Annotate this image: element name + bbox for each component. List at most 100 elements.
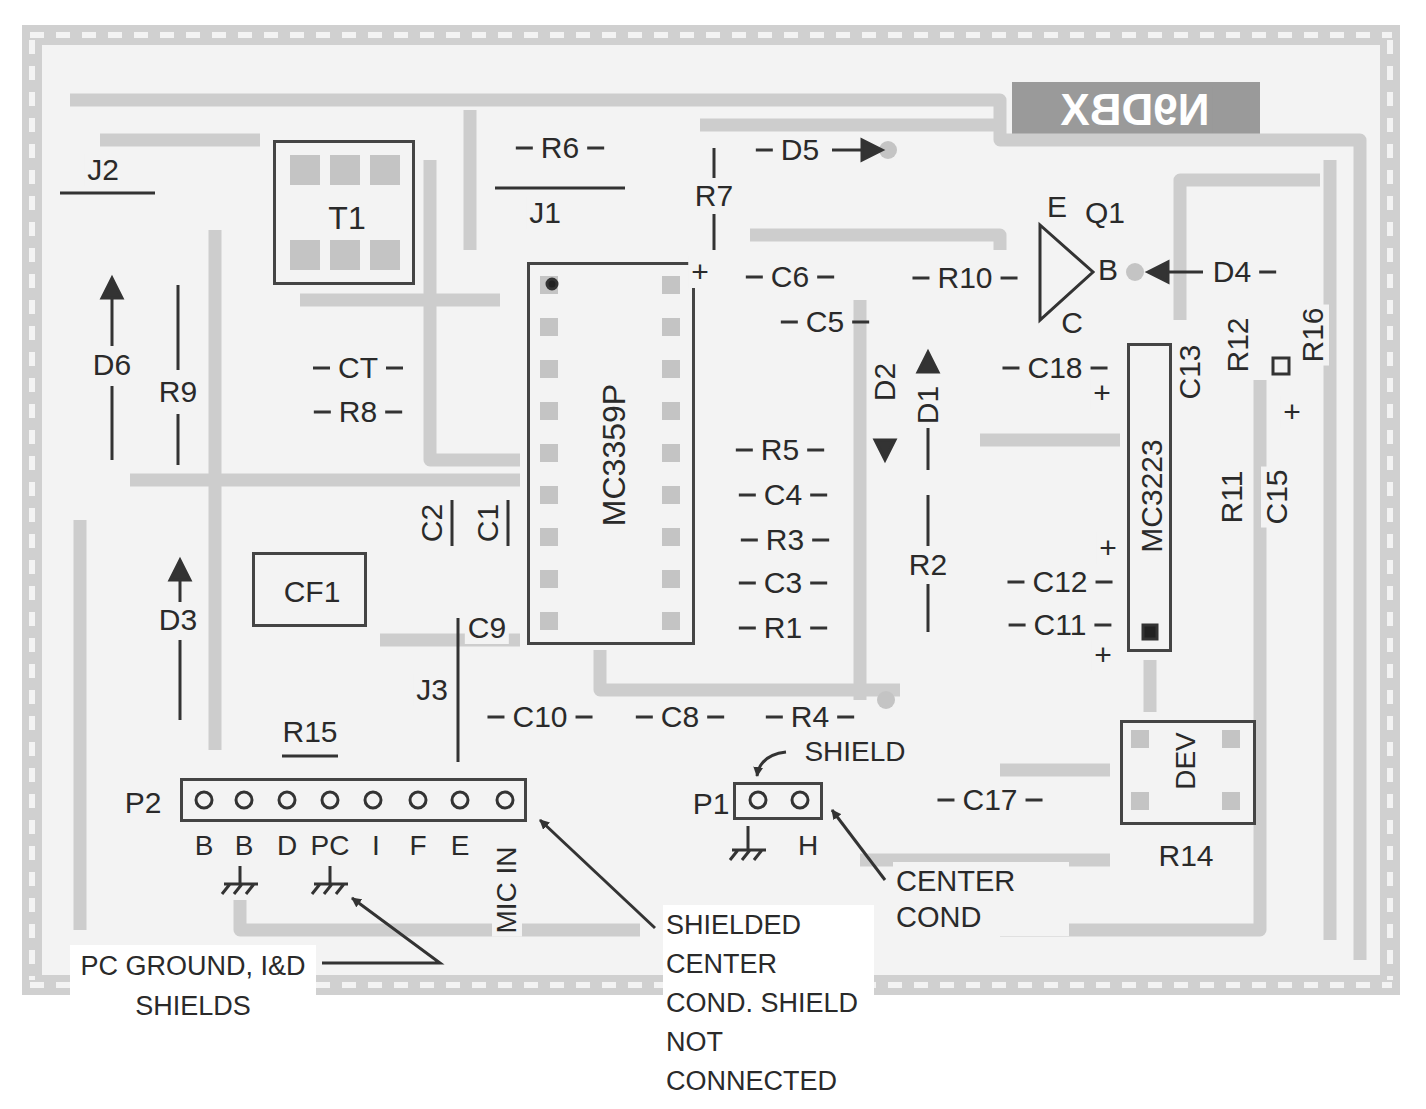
ic-package: MC3359P — [527, 262, 695, 645]
board-rect — [1273, 358, 1289, 374]
board-line — [111, 386, 114, 460]
board-circle — [497, 792, 513, 808]
board-frame — [22, 25, 1400, 995]
part-label: R7 — [692, 180, 736, 212]
part-label: D4 — [1210, 256, 1254, 288]
board-circle — [365, 792, 381, 808]
board-line — [177, 414, 180, 465]
component-lead — [1007, 581, 1024, 584]
board-rect — [540, 570, 558, 588]
board-circle — [410, 792, 426, 808]
board-line — [451, 500, 454, 546]
part-label: Q1 — [1082, 197, 1128, 229]
part-label: C12 — [1029, 566, 1090, 598]
board-line — [713, 148, 716, 178]
part-label: R12 — [1222, 314, 1254, 375]
part-label: R16 — [1297, 304, 1329, 365]
board-path — [240, 900, 640, 930]
board-rect — [540, 276, 558, 294]
part-label: SHIELD — [801, 737, 908, 767]
component-lead — [812, 539, 829, 542]
part-label: C1 — [472, 501, 504, 545]
board-path — [209, 230, 222, 750]
watermark: N9DBX — [1057, 87, 1212, 133]
board-circle — [236, 792, 252, 808]
board-circle — [279, 792, 295, 808]
board-polygon — [862, 140, 882, 160]
component-lead — [636, 716, 653, 719]
board-path — [1000, 764, 1110, 777]
component-lead — [1091, 367, 1108, 370]
component-lead — [385, 411, 402, 414]
ic-package: MC3223 — [1127, 343, 1172, 652]
part-label: H — [795, 831, 821, 861]
part-label: R6 — [538, 132, 582, 164]
filter-box: CF1 — [252, 552, 367, 627]
board-rect — [662, 402, 680, 420]
board-path — [70, 100, 1360, 960]
board-rect — [662, 612, 680, 630]
component-lead — [1259, 271, 1276, 274]
board-line — [177, 285, 180, 370]
board-rect — [540, 528, 558, 546]
board-rect — [1131, 730, 1149, 748]
part-label: C9 — [465, 612, 509, 644]
trimmer-box: DEVR14 — [1120, 720, 1256, 825]
board-line — [30, 32, 1392, 38]
board-line — [927, 584, 930, 632]
transformer-box: T1 — [273, 140, 415, 285]
part-label: R9 — [156, 376, 200, 408]
part-label: PC — [308, 831, 353, 861]
board-polygon — [170, 560, 190, 580]
board-line — [1387, 40, 1393, 980]
part-label: J2 — [84, 154, 122, 186]
part-name: MC3223 — [1136, 436, 1168, 555]
board-rect — [290, 240, 320, 270]
board-polygon — [918, 352, 938, 372]
board-circle — [196, 792, 212, 808]
component-lead — [707, 716, 724, 719]
part-label: C4 — [761, 479, 805, 511]
polarity-mark: + — [1090, 377, 1114, 409]
component-lead — [912, 277, 929, 280]
board-path — [312, 866, 348, 894]
part-label: I — [369, 831, 383, 861]
part-label: R2 — [906, 549, 950, 581]
part-name: P2 — [122, 787, 165, 819]
board-path — [130, 474, 520, 487]
component-lead — [741, 539, 758, 542]
board-line — [495, 187, 625, 190]
part-name: DEV — [1171, 729, 1201, 793]
part-label: D2 — [869, 360, 901, 404]
callout-note: SHIELDED CENTER COND. SHIELD NOT CONNECT… — [663, 905, 874, 1102]
board-circle — [750, 792, 766, 808]
part-label: C17 — [959, 784, 1020, 816]
component-lead — [766, 716, 783, 719]
board-rect — [330, 155, 360, 185]
board-rect — [1143, 625, 1157, 639]
board-rect — [662, 444, 680, 462]
board-path — [222, 866, 258, 894]
component-lead — [576, 716, 593, 719]
board-line — [179, 580, 182, 602]
callout-note: PC GROUND, I&D SHIELDS — [70, 945, 316, 1027]
component-lead — [736, 449, 753, 452]
component-lead — [1096, 581, 1113, 584]
board-line — [927, 428, 930, 470]
part-label: B — [232, 831, 257, 861]
board-path — [464, 110, 477, 250]
board-circle — [877, 691, 895, 709]
board-path — [1180, 180, 1320, 320]
callout-note: CENTER COND — [893, 862, 1069, 936]
board-rect — [662, 318, 680, 336]
component-lead — [386, 367, 403, 370]
board-line — [832, 810, 885, 880]
board-rect — [1222, 792, 1240, 810]
component-lead — [516, 147, 533, 150]
component-lead — [314, 411, 331, 414]
part-label: E — [448, 831, 473, 861]
part-label: MIC IN — [492, 843, 522, 936]
component-lead — [810, 627, 827, 630]
board-path — [730, 826, 766, 860]
